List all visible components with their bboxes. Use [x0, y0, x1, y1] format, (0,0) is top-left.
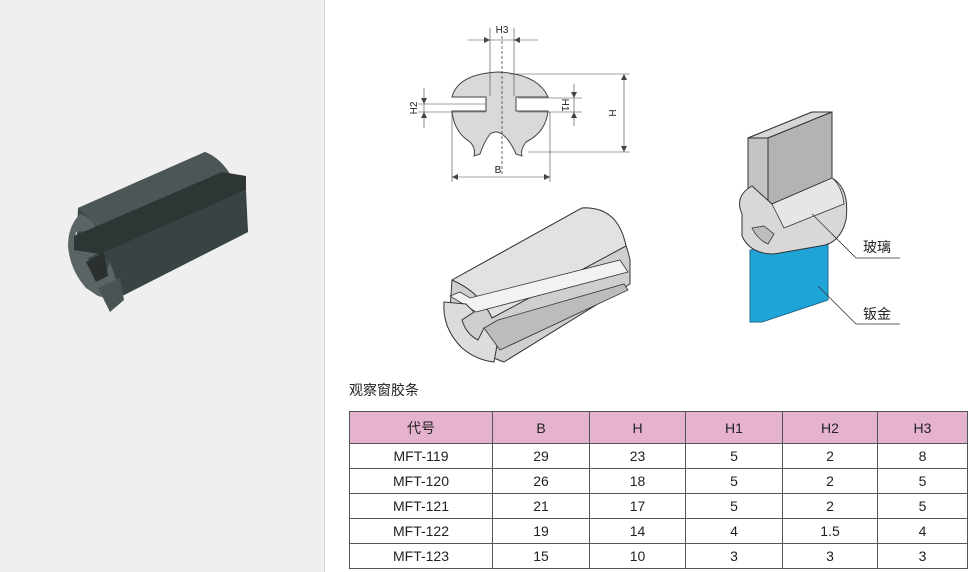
- table-row: MFT-119 29 23 5 2 8: [349, 443, 968, 469]
- cell-h: 14: [589, 518, 686, 544]
- table-row: MFT-120 26 18 5 2 5: [349, 468, 968, 494]
- table-row: MFT-121 21 17 5 2 5: [349, 493, 968, 519]
- dim-label-h2: H2: [409, 101, 420, 114]
- dim-label-h3: H3: [496, 25, 509, 36]
- cross-section-diagram: H3 H2 H1 H B: [409, 25, 630, 182]
- cell-h: 18: [589, 468, 686, 494]
- cell-h1: 4: [685, 518, 783, 544]
- cell-b: 26: [492, 468, 590, 494]
- cell-b: 19: [492, 518, 590, 544]
- dim-label-b: B: [495, 165, 502, 176]
- cell-b: 21: [492, 493, 590, 519]
- product-image-panel: [0, 0, 325, 572]
- table-header-row: 代号 B H H1 H2 H3: [349, 411, 968, 444]
- cell-code: MFT-123: [349, 543, 493, 569]
- cell-code: MFT-120: [349, 468, 493, 494]
- cell-code: MFT-119: [349, 443, 493, 469]
- cell-code: MFT-122: [349, 518, 493, 544]
- cell-b: 15: [492, 543, 590, 569]
- cell-h1: 5: [685, 468, 783, 494]
- cell-h3: 5: [877, 493, 968, 519]
- cell-h: 10: [589, 543, 686, 569]
- installation-diagram: [739, 111, 900, 325]
- cell-h1: 5: [685, 443, 783, 469]
- spec-table: 代号 B H H1 H2 H3 MFT-119 29 23 5 2 8 MFT-…: [349, 411, 968, 569]
- header-h1: H1: [685, 411, 783, 444]
- cell-h1: 3: [685, 543, 783, 569]
- dim-label-h1: H1: [559, 99, 570, 112]
- cell-h: 17: [589, 493, 686, 519]
- cell-h2: 2: [782, 493, 878, 519]
- cell-h3: 4: [877, 518, 968, 544]
- product-photo: [68, 152, 248, 312]
- dim-label-h: H: [606, 109, 617, 116]
- table-row: MFT-123 15 10 3 3 3: [349, 543, 968, 569]
- cell-code: MFT-121: [349, 493, 493, 519]
- cell-h2: 3: [782, 543, 878, 569]
- cell-h: 23: [589, 443, 686, 469]
- cell-h3: 3: [877, 543, 968, 569]
- label-sheet-metal: 钣金: [863, 307, 891, 323]
- cell-b: 29: [492, 443, 590, 469]
- gray-strip-render: [443, 207, 631, 363]
- header-h3: H3: [877, 411, 968, 444]
- header-h2: H2: [782, 411, 878, 444]
- cell-h2: 2: [782, 443, 878, 469]
- cell-h3: 5: [877, 468, 968, 494]
- header-code: 代号: [349, 411, 493, 444]
- cell-h1: 5: [685, 493, 783, 519]
- cell-h2: 1.5: [782, 518, 878, 544]
- header-b: B: [492, 411, 590, 444]
- cell-h2: 2: [782, 468, 878, 494]
- cell-h3: 8: [877, 443, 968, 469]
- table-row: MFT-122 19 14 4 1.5 4: [349, 518, 968, 544]
- label-glass: 玻璃: [863, 240, 891, 256]
- table-caption: 观察窗胶条: [349, 383, 419, 399]
- header-h: H: [589, 411, 686, 444]
